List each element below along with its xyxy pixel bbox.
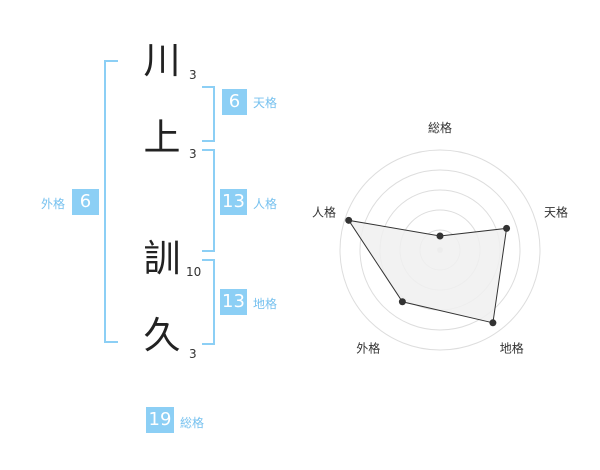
soukaku-value: 19 [146,407,174,433]
stroke-count-4: 3 [189,347,197,361]
jinkaku-bracket [202,149,215,252]
chikaku-bracket [202,259,215,345]
radar-axis-label-4: 外格 [356,341,380,356]
radar-ring-5 [339,149,541,351]
radar-axis-label-1: 総格 [428,120,452,135]
radar-axis-label-3: 地格 [500,341,524,356]
jinkaku-label: 人格 [253,197,278,211]
kanji-1: 川 [143,39,181,82]
tenkaku-value: 6 [222,89,247,115]
kanji-3: 訓 [143,237,181,280]
radar-axis-label-2: 天格 [544,204,568,219]
radar-point-4 [398,298,406,306]
radar-point-1 [436,232,444,240]
radar-axis-label-5: 人格 [312,204,336,219]
gaikaku-label: 外格 [41,197,66,211]
radar-polygon [347,219,508,324]
radar-point-5 [345,216,353,224]
kanji-4: 久 [143,314,181,357]
jinkaku-value: 13 [220,189,247,215]
chikaku-label: 地格 [253,297,278,311]
chikaku-value: 13 [220,289,247,315]
tenkaku-label: 天格 [253,96,278,110]
gaikaku-value: 6 [72,189,99,215]
radar-point-3 [489,319,497,327]
radar-area [345,216,511,327]
kanji-2: 上 [143,116,181,159]
radar-ring-4 [359,169,521,331]
stroke-count-3: 10 [186,265,202,279]
tenkaku-bracket [202,86,215,142]
gaikaku-bracket [104,60,118,343]
soukaku-label: 総格 [180,416,205,430]
stroke-count-2: 3 [189,147,197,161]
radar-point-2 [503,224,511,232]
stroke-count-1: 3 [189,68,197,82]
